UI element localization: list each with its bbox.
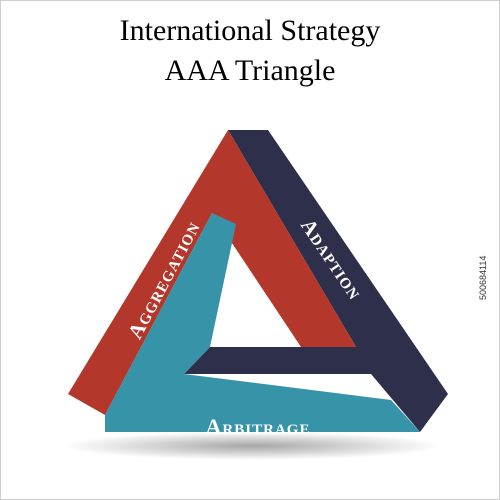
title-line-1: International Strategy [119, 14, 381, 47]
watermark-id: 500684114 [478, 255, 488, 300]
label-arbitrage: Arbitrage [206, 414, 311, 439]
drop-shadow [62, 432, 442, 460]
bottom-band-arbitrage [105, 213, 420, 432]
title-line-2: AAA Triangle [164, 54, 336, 87]
left-band-aggregation [68, 130, 356, 415]
right-band-adaption [184, 130, 448, 432]
